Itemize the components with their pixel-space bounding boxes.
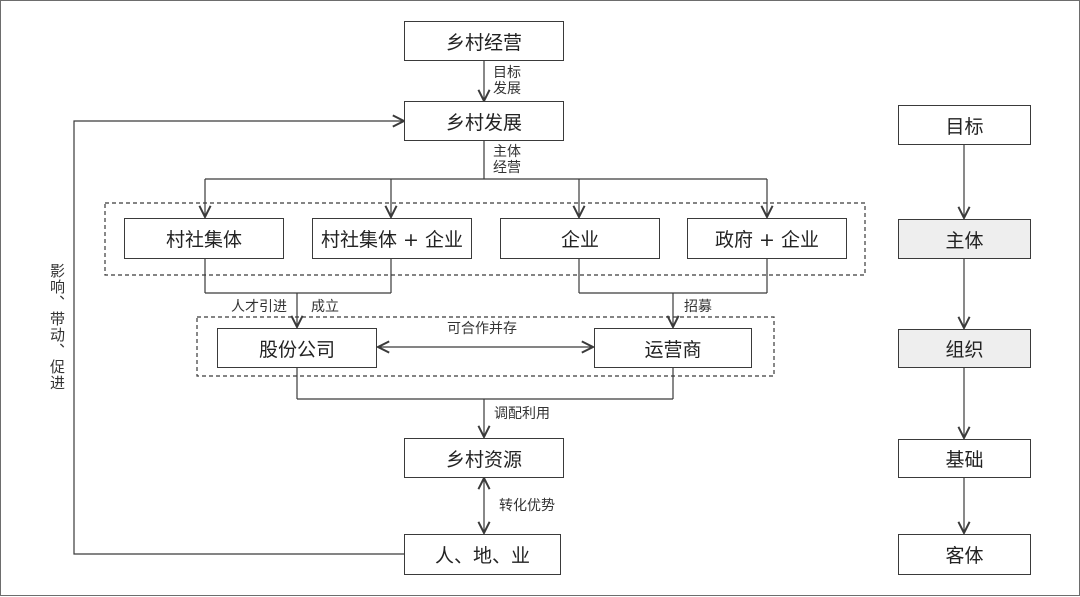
node-village-collective: 村社集体: [124, 218, 284, 259]
label-goal-development-line1: 目标: [493, 65, 521, 81]
label-cooperate-coexist: 可合作并存: [447, 321, 517, 337]
node-rural-operation: 乡村经营: [404, 21, 564, 61]
label-goal-development: 目标 发展: [493, 65, 521, 97]
node-people-land-industry: 人、地、业: [404, 534, 561, 575]
node-operator: 运营商: [594, 328, 752, 368]
legend-foundation: 基础: [898, 439, 1031, 478]
label-establish: 成立: [311, 299, 339, 315]
legend-object: 客体: [898, 534, 1031, 575]
label-subject-operation-line1: 主体: [493, 144, 521, 160]
label-feedback: 影响、带动、促进: [48, 263, 66, 391]
subject-group-outline: [104, 202, 866, 276]
label-goal-development-line2: 发展: [493, 81, 521, 97]
node-rural-resources: 乡村资源: [404, 438, 564, 478]
label-talent-introduction: 人才引进: [231, 299, 287, 315]
legend-organization: 组织: [898, 329, 1031, 368]
organization-group-outline: [196, 316, 775, 377]
label-transform-advantage: 转化优势: [499, 498, 555, 514]
label-recruit: 招募: [684, 299, 712, 315]
label-subject-operation: 主体 经营: [493, 144, 521, 176]
node-joint-stock-company: 股份公司: [217, 328, 377, 368]
node-government-plus-enterprise: 政府 + 企业: [687, 218, 847, 259]
legend-subject: 主体: [898, 219, 1031, 259]
legend-goal: 目标: [898, 105, 1031, 145]
edge-feedback-loop: [73, 121, 404, 555]
node-enterprise: 企业: [500, 218, 660, 259]
node-rural-development: 乡村发展: [404, 101, 564, 141]
node-collective-plus-enterprise: 村社集体 + 企业: [312, 218, 472, 259]
label-allocate-use: 调配利用: [494, 406, 550, 422]
label-subject-operation-line2: 经营: [493, 160, 521, 176]
